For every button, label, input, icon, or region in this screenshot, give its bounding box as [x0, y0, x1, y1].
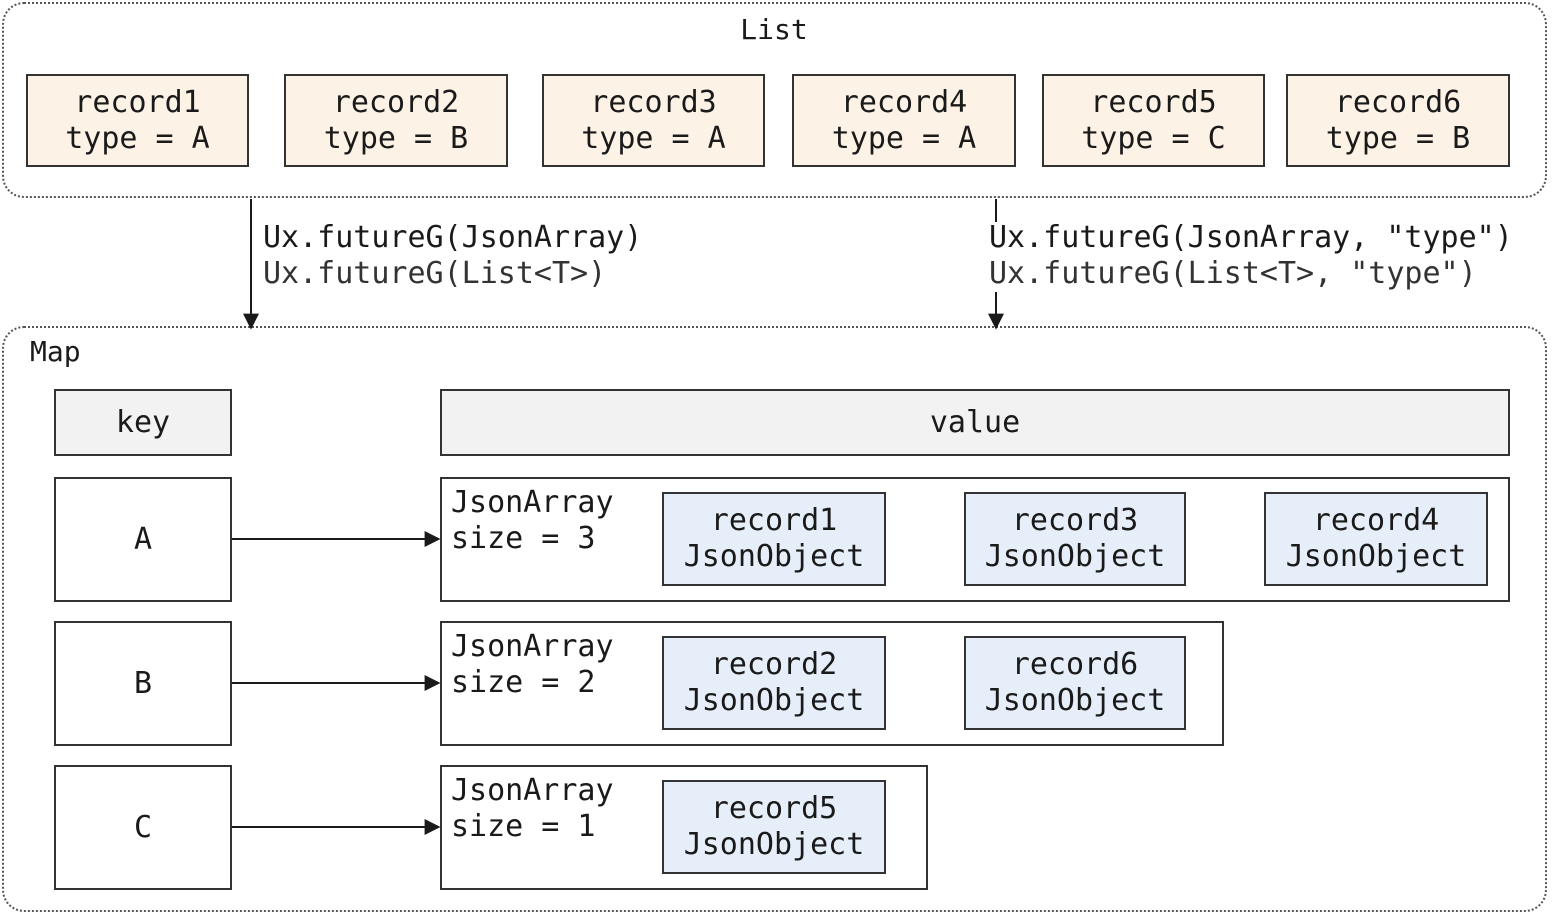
- call-left-line-2: Ux.futureG(List<T>): [263, 256, 607, 291]
- object-kind: JsonObject: [683, 827, 865, 862]
- map-key-b: B: [54, 621, 232, 746]
- record-name: record6: [1334, 84, 1462, 120]
- object-kind: JsonObject: [984, 539, 1166, 574]
- json-object-record1: record1 JsonObject: [662, 492, 886, 586]
- object-kind: JsonObject: [683, 683, 865, 718]
- list-record-1: record1 type = A: [26, 74, 249, 167]
- object-name: record6: [1011, 647, 1139, 682]
- map-group: [2, 326, 1547, 912]
- json-object-record6: record6 JsonObject: [964, 636, 1186, 730]
- record-name: record4: [840, 84, 968, 120]
- record-name: record1: [74, 84, 201, 120]
- map-key-a: A: [54, 477, 232, 602]
- json-object-record2: record2 JsonObject: [662, 636, 886, 730]
- array-size-label: size = 3: [451, 521, 596, 556]
- array-type-label: JsonArray: [451, 773, 614, 808]
- list-group: [2, 2, 1547, 198]
- map-key-c: C: [54, 765, 232, 890]
- object-name: record5: [710, 791, 838, 826]
- list-record-2: record2 type = B: [284, 74, 508, 167]
- record-type: type = C: [1081, 120, 1226, 156]
- object-kind: JsonObject: [984, 683, 1166, 718]
- json-array-a-label: JsonArray size = 3: [451, 485, 614, 557]
- list-record-4: record4 type = A: [792, 74, 1016, 167]
- json-array-b-label: JsonArray size = 2: [451, 629, 614, 701]
- array-type-label: JsonArray: [451, 485, 614, 520]
- object-kind: JsonObject: [683, 539, 865, 574]
- call-left-line-1: Ux.futureG(JsonArray): [263, 220, 643, 255]
- list-record-6: record6 type = B: [1286, 74, 1510, 167]
- value-header: value: [440, 389, 1510, 456]
- record-type: type = B: [323, 120, 469, 156]
- call-label-left: Ux.futureG(JsonArray) Ux.futureG(List<T>…: [263, 220, 642, 292]
- record-name: record2: [332, 84, 460, 120]
- array-size-label: size = 1: [451, 809, 596, 844]
- array-type-label: JsonArray: [451, 629, 614, 664]
- record-type: type = A: [581, 120, 726, 156]
- object-name: record4: [1312, 503, 1440, 538]
- record-name: record5: [1090, 84, 1217, 120]
- record-name: record3: [590, 84, 717, 120]
- call-right-line-2: Ux.futureG(List<T>, "type"): [989, 256, 1477, 291]
- record-type: type = A: [65, 120, 210, 156]
- call-right-line-1: Ux.futureG(JsonArray, "type"): [989, 220, 1513, 255]
- object-kind: JsonObject: [1285, 539, 1467, 574]
- map-title: Map: [30, 335, 81, 368]
- object-name: record2: [710, 647, 838, 682]
- json-object-record3: record3 JsonObject: [964, 492, 1186, 586]
- key-header: key: [54, 389, 232, 456]
- list-title: List: [740, 13, 808, 46]
- call-label-right: Ux.futureG(JsonArray, "type") Ux.futureG…: [989, 220, 1513, 292]
- json-object-record5: record5 JsonObject: [662, 780, 886, 874]
- list-record-5: record5 type = C: [1042, 74, 1265, 167]
- array-size-label: size = 2: [451, 665, 596, 700]
- json-array-c-label: JsonArray size = 1: [451, 773, 614, 845]
- object-name: record3: [1011, 503, 1139, 538]
- record-type: type = B: [1325, 120, 1471, 156]
- json-object-record4: record4 JsonObject: [1264, 492, 1488, 586]
- list-record-3: record3 type = A: [542, 74, 765, 167]
- object-name: record1: [710, 503, 838, 538]
- record-type: type = A: [831, 120, 977, 156]
